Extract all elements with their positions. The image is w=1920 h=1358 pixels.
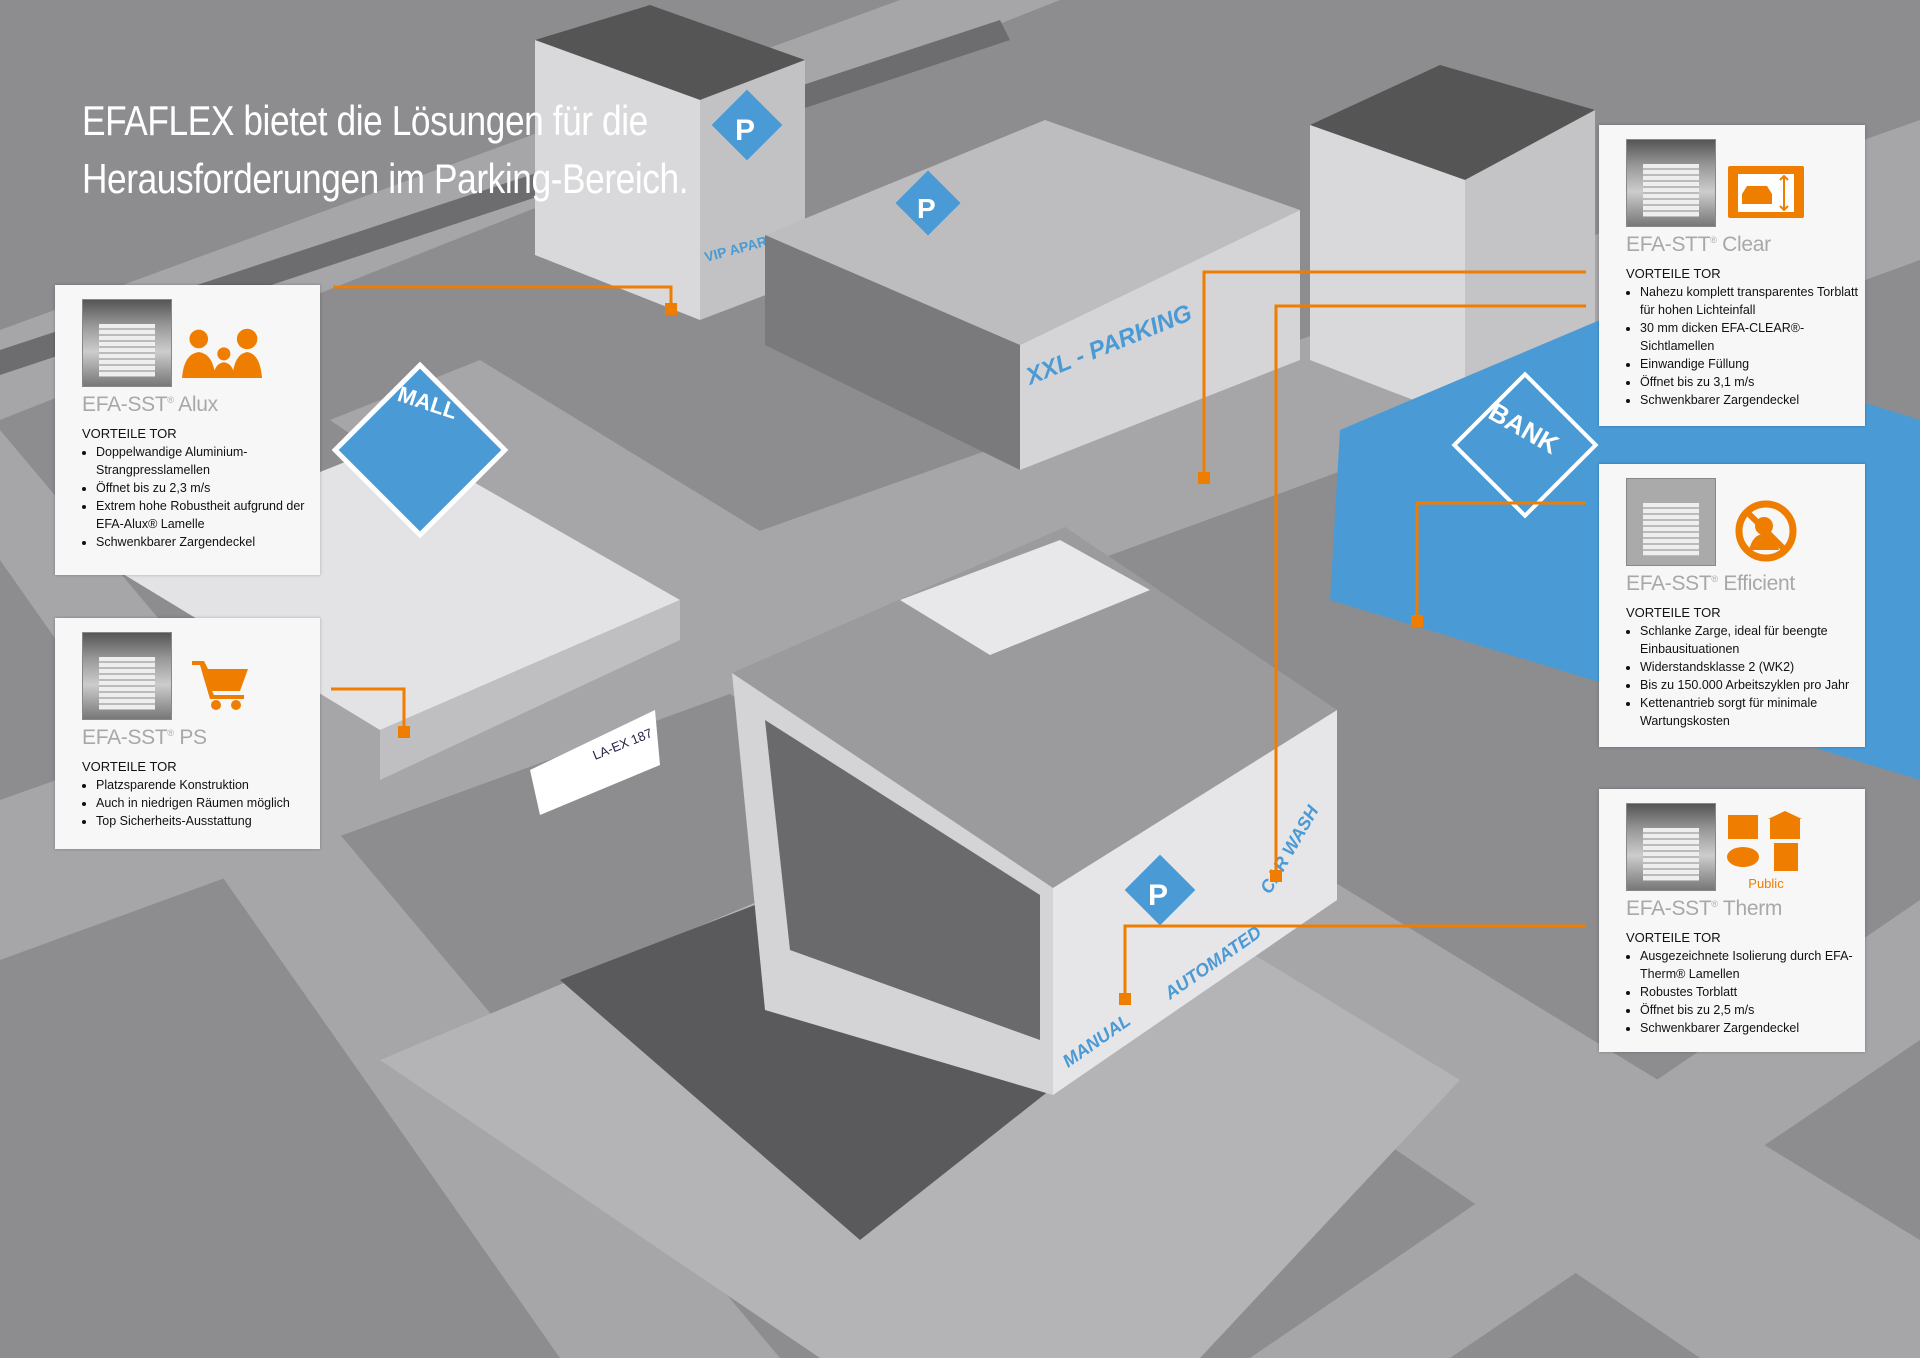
list-item: Kettenantrieb sorgt für minimale Wartung… [1640,694,1859,730]
list-item: Top Sicherheits-Ausstattung [96,812,314,830]
public-label: Public [1748,876,1784,891]
list-item: 30 mm dicken EFA-CLEAR®-Sichtlamellen [1640,319,1859,355]
product-name: EFA-SST [82,393,168,416]
advantages-heading: VORTEILE TOR [1626,930,1721,945]
list-item: Extrem hohe Robustheit aufgrund der EFA-… [96,497,314,533]
list-item: Schwenkbarer Zargendeckel [96,533,314,551]
product-title: EFA-SST® Efficient [1626,572,1795,595]
parking-sign-label: P [917,193,936,224]
list-item: Auch in niedrigen Räumen möglich [96,794,314,812]
door-photo [82,632,172,720]
no-burglar-icon [1726,496,1806,566]
door-photo [82,299,172,387]
advantages-list: Ausgezeichnete Isolierung durch EFA-Ther… [1626,947,1859,1037]
door-photo [1626,478,1716,566]
title-line-1: EFAFLEX bietet die Lösungen für die [82,97,648,144]
product-name: EFA-SST [1626,572,1712,595]
advantages-list: Platzsparende Konstruktion Auch in niedr… [82,776,314,830]
product-variant: Alux [178,393,218,416]
parking-sign-label: P [735,114,755,147]
product-name: EFA-SST [1626,897,1712,920]
panel-efa-sst-efficient: EFA-SST® Efficient VORTEILE TOR Schlanke… [1599,464,1865,747]
family-icon [182,317,262,387]
door-photo [1626,803,1716,891]
list-item: Schwenkbarer Zargendeckel [1640,391,1859,409]
shopping-cart-icon [182,650,262,720]
product-title: EFA-SST® Therm [1626,897,1783,920]
product-name: EFA-STT [1626,233,1711,256]
product-title: EFA-SST® PS [82,726,207,749]
list-item: Doppelwandige Aluminium-Strangpresslamel… [96,443,314,479]
pit [560,880,1050,1240]
list-item: Schlanke Zarge, ideal für beengte Einbau… [1640,622,1859,658]
list-item: Einwandige Füllung [1640,355,1859,373]
list-item: Öffnet bis zu 2,5 m/s [1640,1001,1859,1019]
connector-lines [331,270,1586,999]
list-item: Schwenkbarer Zargendeckel [1640,1019,1859,1037]
panel-efa-sst-therm: Public EFA-SST® Therm VORTEILE TOR Ausge… [1599,789,1865,1052]
advantages-list: Schlanke Zarge, ideal für beengte Einbau… [1626,622,1859,730]
list-item: Platzsparende Konstruktion [96,776,314,794]
panel-efa-sst-alux: EFA-SST® Alux VORTEILE TOR Doppelwandige… [55,285,320,575]
product-title: EFA-STT® Clear [1626,233,1771,256]
list-item: Widerstandsklasse 2 (WK2) [1640,658,1859,676]
public-buildings-icon: Public [1726,809,1806,891]
panel-efa-stt-clear: EFA-STT® Clear VORTEILE TOR Nahezu kompl… [1599,125,1865,426]
license-plate-camera-sign: LA-EX 187 [530,710,660,815]
product-variant: Therm [1722,897,1783,920]
parking-sign-label: P [1148,879,1168,912]
advantages-list: Doppelwandige Aluminium-Strangpresslamel… [82,443,314,551]
list-item: Öffnet bis zu 2,3 m/s [96,479,314,497]
advantages-heading: VORTEILE TOR [1626,605,1721,620]
list-item: Ausgezeichnete Isolierung durch EFA-Ther… [1640,947,1859,983]
title-line-2: Herausforderungen im Parking-Bereich. [82,155,689,202]
advantages-list: Nahezu komplett transparentes Torblatt f… [1626,283,1859,409]
xxl-parking-building: P XXL - PARKING [765,120,1300,470]
advantages-heading: VORTEILE TOR [82,759,177,774]
list-item: Öffnet bis zu 3,1 m/s [1640,373,1859,391]
list-item: Robustes Torblatt [1640,983,1859,1001]
advantages-heading: VORTEILE TOR [82,426,177,441]
product-variant: Clear [1722,233,1771,256]
panel-efa-sst-ps: EFA-SST® PS VORTEILE TOR Platzsparende K… [55,618,320,849]
product-variant: PS [179,726,207,749]
product-variant: Efficient [1723,572,1795,595]
connector-markers [398,303,1423,1005]
car-height-icon [1726,157,1806,227]
advantages-heading: VORTEILE TOR [1626,266,1721,281]
page-title: EFAFLEX bietet die Lösungen für die Hera… [82,92,689,208]
list-item: Bis zu 150.000 Arbeitszyklen pro Jahr [1640,676,1859,694]
door-photo [1626,139,1716,227]
product-title: EFA-SST® Alux [82,393,218,416]
product-name: EFA-SST [82,726,168,749]
list-item: Nahezu komplett transparentes Torblatt f… [1640,283,1859,319]
